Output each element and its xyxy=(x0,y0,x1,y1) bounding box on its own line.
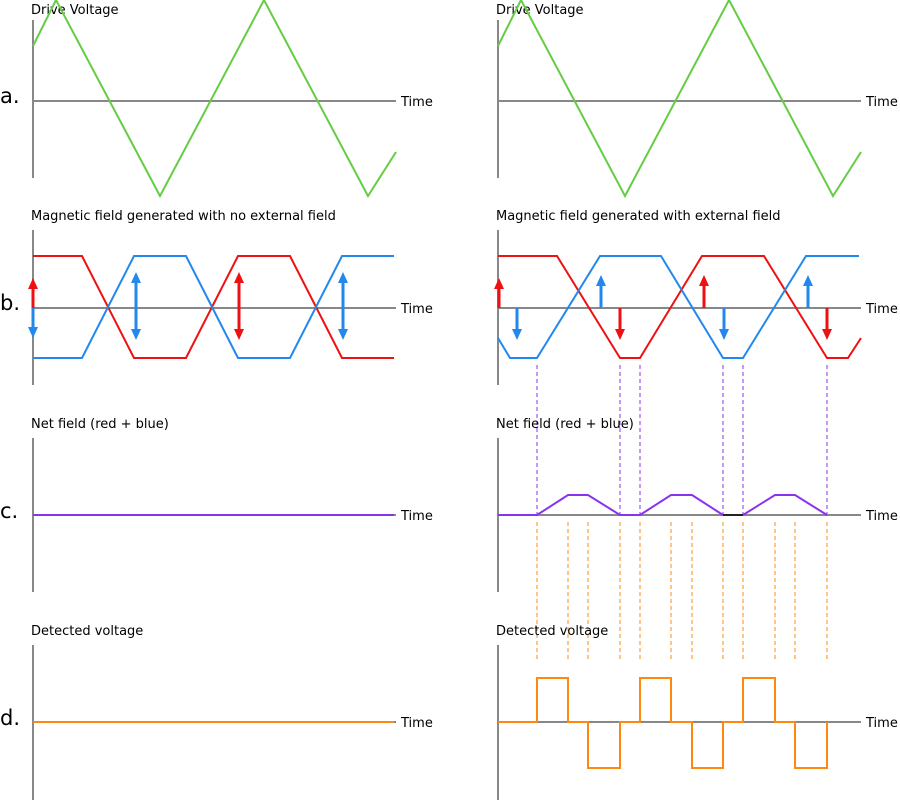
red-down-arrow xyxy=(822,308,832,340)
red-down-arrow xyxy=(615,308,625,340)
blue-field-curve-right xyxy=(497,255,859,359)
row-label-a: a. xyxy=(0,84,20,108)
blue-down-arrow xyxy=(512,308,522,340)
blue-field-curve-left xyxy=(33,255,394,359)
time-label-b-right: Time xyxy=(865,302,898,317)
field-arrows xyxy=(28,272,832,340)
drive-voltage-right xyxy=(497,0,862,199)
title-net-left: Net field (red + blue) xyxy=(31,417,169,432)
blue-down-arrow xyxy=(719,308,729,340)
red-up-arrow xyxy=(28,278,38,308)
time-label-c-left: Time xyxy=(400,509,433,524)
net-field-curve-right xyxy=(498,494,724,516)
title-field-left: Magnetic field generated with no externa… xyxy=(31,209,336,224)
left-column: Drive Voltage Time Magnetic field genera… xyxy=(31,0,433,800)
blue-up-arrow xyxy=(803,275,813,308)
time-label-d-left: Time xyxy=(400,716,433,731)
double-arrow xyxy=(338,272,348,340)
title-drive-right: Drive Voltage xyxy=(496,3,584,18)
red-up-arrow xyxy=(494,278,504,308)
title-drive-left: Drive Voltage xyxy=(31,3,119,18)
right-column: Drive Voltage Time Magnetic field genera… xyxy=(496,0,898,800)
title-net-right: Net field (red + blue) xyxy=(496,417,634,432)
row-label-d: d. xyxy=(0,706,20,730)
guides-b-to-c xyxy=(536,365,828,515)
time-label-b-left: Time xyxy=(400,302,433,317)
blue-down-arrow xyxy=(28,308,38,338)
guides-c-to-d xyxy=(536,522,828,660)
title-field-right: Magnetic field generated with external f… xyxy=(496,209,781,224)
drive-voltage-left xyxy=(32,0,397,199)
net-field-curve-right-tail xyxy=(742,494,828,516)
time-label-d-right: Time xyxy=(865,716,898,731)
title-detect-right: Detected voltage xyxy=(496,624,608,639)
time-label-c-right: Time xyxy=(865,509,898,524)
double-arrow xyxy=(234,272,244,340)
red-up-arrow xyxy=(699,275,709,308)
row-label-c: c. xyxy=(0,499,18,523)
blue-up-arrow xyxy=(596,275,606,308)
detected-voltage-curve-right xyxy=(498,677,828,769)
time-label-a-right: Time xyxy=(865,95,898,110)
title-detect-left: Detected voltage xyxy=(31,624,143,639)
double-arrow xyxy=(131,272,141,340)
time-label-a-left: Time xyxy=(400,95,433,110)
row-label-b: b. xyxy=(0,291,20,315)
